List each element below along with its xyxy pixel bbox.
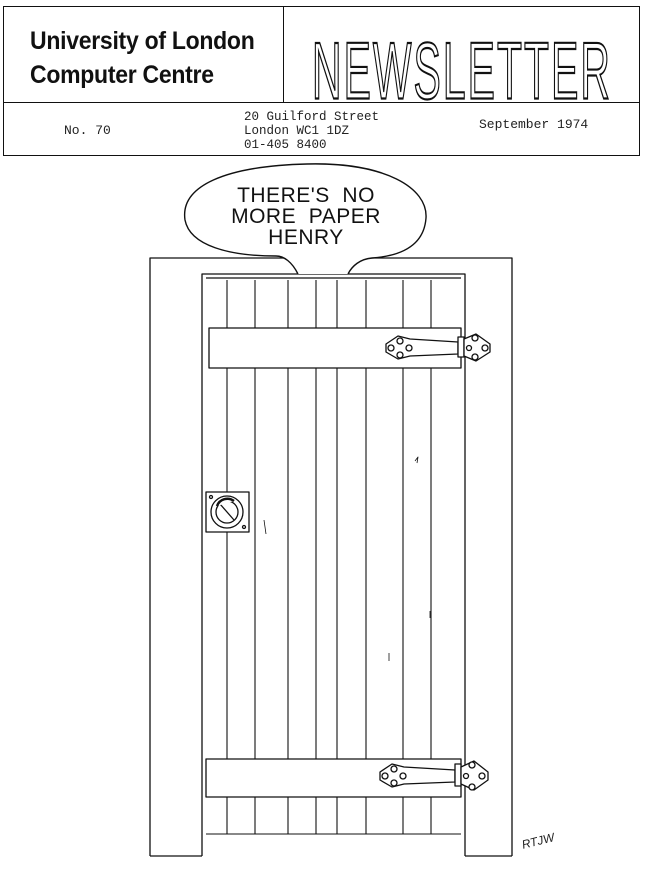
speech-line-2: MORE PAPER (231, 205, 381, 228)
newsletter-title: NEWSLETTER (312, 26, 612, 103)
newsletter-nameplate: NEWSLETTER (284, 7, 639, 103)
address-block: 20 Guilford Street London WC1 1DZ 01-405… (244, 110, 379, 152)
speech-line-3: HENRY (268, 226, 344, 249)
lower-hinge-icon (379, 760, 489, 791)
issue-number: No. 70 (64, 123, 111, 138)
issue-date: September 1974 (479, 117, 589, 132)
speech-line-1: THERE'S NO (237, 184, 375, 207)
speech-bubble (184, 163, 427, 275)
door-planks (206, 280, 461, 835)
address-city: London WC1 1DZ (244, 124, 350, 138)
address-phone: 01-405 8400 (244, 138, 327, 152)
masthead-top-row: University of London Computer Centre NEW… (4, 7, 639, 103)
organisation-name-line2: Computer Centre (30, 61, 214, 89)
organisation-name-line1: University of London (30, 27, 255, 55)
wood-grain-marks (263, 456, 431, 661)
organisation-block: University of London Computer Centre (4, 7, 284, 103)
address-street: 20 Guilford Street (244, 110, 380, 124)
upper-hinge-icon (385, 333, 491, 362)
door-lock-icon (205, 491, 250, 533)
newsletter-title-graphic: NEWSLETTER (311, 25, 612, 103)
door-cartoon (149, 163, 513, 857)
masthead: University of London Computer Centre NEW… (3, 6, 640, 156)
speech-bubble-text: THERE'S NO MORE PAPER HENRY (186, 185, 426, 248)
